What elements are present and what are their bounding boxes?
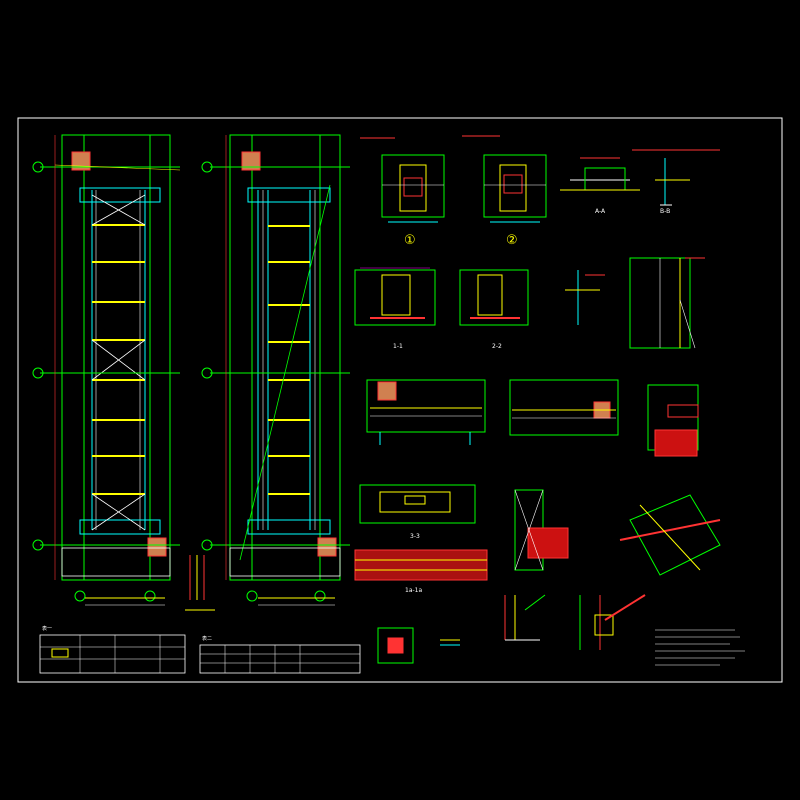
detail-circle-2 <box>462 135 547 223</box>
detail-title-3-3: 3-3 <box>410 533 420 540</box>
notes-block <box>655 629 745 666</box>
detail-title-1a-1a: 1a-1a <box>405 587 422 594</box>
table-2-title: 表二 <box>202 635 212 642</box>
sheet-frame <box>17 117 783 683</box>
center-elevation <box>201 134 350 606</box>
left-elevation <box>32 134 181 606</box>
detail-title-1-1: 1-1 <box>393 343 403 350</box>
detail-1a-1a <box>354 549 488 581</box>
detail-1-1 <box>354 267 436 326</box>
detail-b-b <box>632 149 720 206</box>
detail-rebar-section <box>647 384 699 457</box>
detail-title-2-2: 2-2 <box>492 343 502 350</box>
detail-title-b-b: B-B <box>660 208 670 215</box>
detail-plate <box>377 627 460 664</box>
detail-diagonal-joint <box>619 494 721 576</box>
detail-beam-left <box>366 379 486 445</box>
detail-2-2 <box>459 269 529 326</box>
detail-column-base <box>514 489 569 571</box>
table-2: 表二 <box>199 635 361 674</box>
detail-a-a <box>560 157 640 191</box>
table-1: 表一 <box>39 625 186 674</box>
column-detail <box>185 555 215 611</box>
detail-c-c <box>565 270 605 325</box>
detail-column-joint <box>579 594 646 650</box>
detail-title-a-a: A-A <box>595 208 606 215</box>
detail-bracket <box>504 594 546 641</box>
detail-beam-right <box>509 379 619 436</box>
detail-circle-1 <box>360 137 445 223</box>
section-mark-1: ① <box>404 233 416 248</box>
detail-3-3 <box>359 484 476 524</box>
section-mark-2: ② <box>506 233 518 248</box>
detail-elevation-small <box>629 257 705 349</box>
table-1-title: 表一 <box>42 625 52 632</box>
